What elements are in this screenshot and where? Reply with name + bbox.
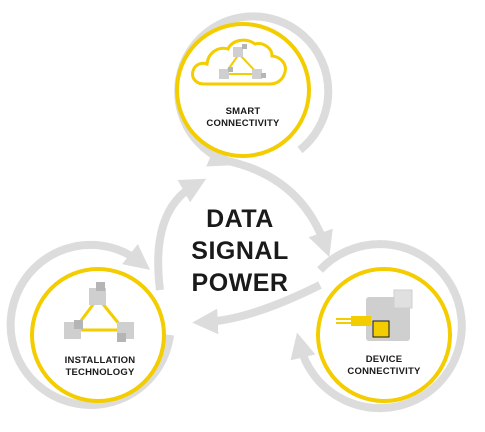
node-right-line1: DEVICE xyxy=(366,354,403,365)
ring-arc-right xyxy=(290,240,466,413)
ring-arc-left-top xyxy=(154,178,207,291)
node-top-line1: SMART xyxy=(226,106,261,117)
node-right-line2: CONNECTIVITY xyxy=(347,366,421,377)
center-label: DATA SIGNAL POWER xyxy=(191,205,288,297)
center-line-signal: SIGNAL xyxy=(191,237,288,265)
node-device-connectivity: DEVICE CONNECTIVITY xyxy=(316,267,452,403)
device-plug-icon xyxy=(336,289,413,341)
cloud-icon xyxy=(191,38,287,86)
node-smart-connectivity: SMART CONNECTIVITY xyxy=(175,22,311,158)
center-line-data: DATA xyxy=(206,205,274,233)
center-line-power: POWER xyxy=(192,269,289,297)
node-left-line1: INSTALLATION xyxy=(65,355,136,366)
node-ring-left xyxy=(30,267,166,403)
node-left-line2: TECHNOLOGY xyxy=(65,367,134,378)
ring-arc-top-right xyxy=(222,156,333,258)
node-top-line2: CONNECTIVITY xyxy=(206,118,280,129)
node-installation-technology: INSTALLATION TECHNOLOGY xyxy=(30,267,166,403)
network-triangle-icon xyxy=(64,282,134,342)
ring-arc-bottom xyxy=(192,281,322,335)
